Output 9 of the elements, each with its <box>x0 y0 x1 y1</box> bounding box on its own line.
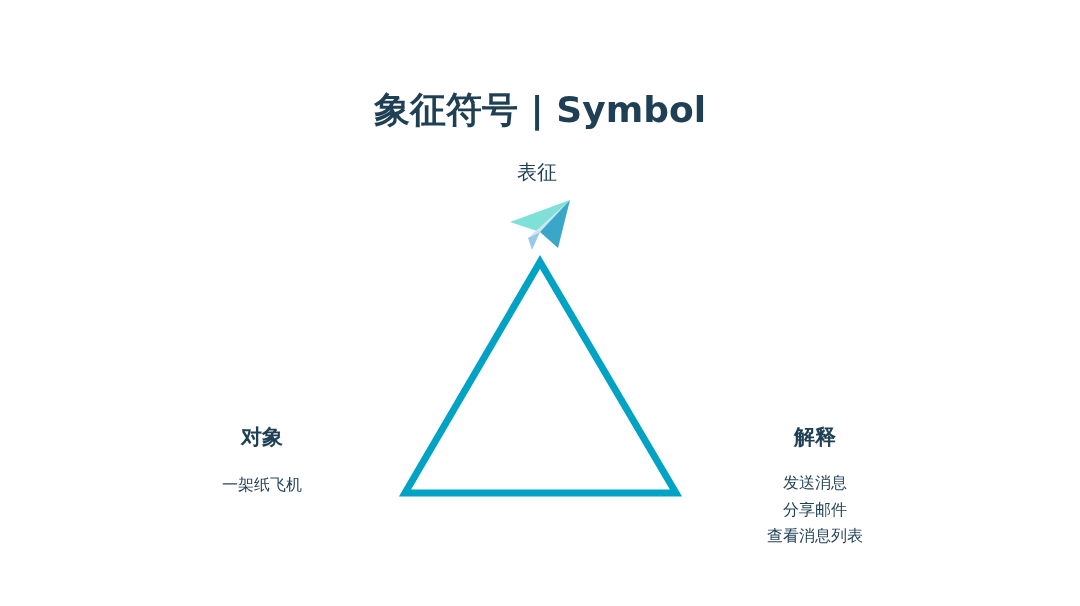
description: 查看消息列表 <box>767 525 863 547</box>
title: 象征符号 | Symbol <box>374 87 706 133</box>
triangle <box>398 255 683 497</box>
vertex-label: 解释 <box>794 424 836 451</box>
description: 发送消息 <box>783 472 847 494</box>
vertex-label: 表征 <box>517 158 557 186</box>
description: 分享邮件 <box>783 499 847 521</box>
description: 一架纸飞机 <box>222 474 302 496</box>
vertex-label: 对象 <box>241 424 283 451</box>
